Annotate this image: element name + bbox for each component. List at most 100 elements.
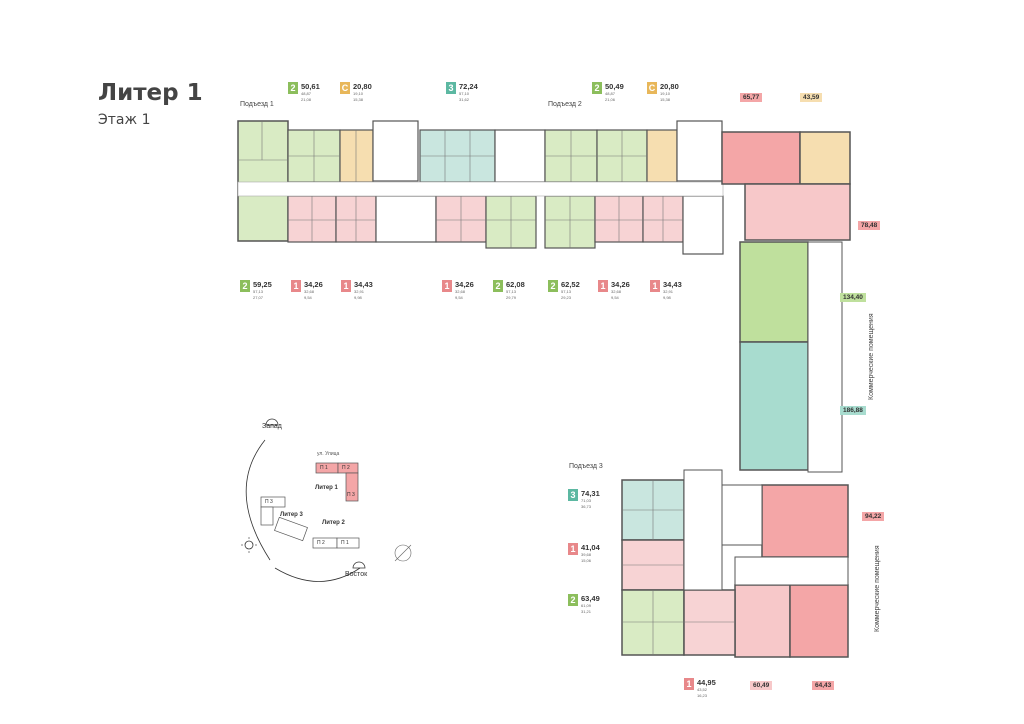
room-count-badge: 3 xyxy=(568,489,578,501)
total-area: 34,26 xyxy=(455,280,474,289)
room-count-badge: 1 xyxy=(291,280,301,292)
living-area: 32,68 xyxy=(611,289,622,294)
street-label: ул. Улица xyxy=(317,451,340,457)
living-area: 19,10 xyxy=(353,91,364,96)
total-area: 50,61 xyxy=(301,82,320,91)
entrance-marker: П 3 xyxy=(347,492,355,498)
total-area: 20,80 xyxy=(353,82,372,91)
living-area: 57,13 xyxy=(253,289,264,294)
room-area: 31,21 xyxy=(581,609,592,614)
living-area: 32,68 xyxy=(304,289,315,294)
room-count-badge: 1 xyxy=(568,543,578,555)
commercial-area-tag: 186,88 xyxy=(840,406,866,415)
sunrise-icon xyxy=(352,561,366,569)
room-area: 31,62 xyxy=(459,97,470,102)
room-count-badge: 1 xyxy=(598,280,608,292)
living-area: 57,13 xyxy=(561,289,572,294)
room-count-badge: 1 xyxy=(442,280,452,292)
room-area: 21,08 xyxy=(301,97,312,102)
total-area: 50,49 xyxy=(605,82,624,91)
total-area: 62,52 xyxy=(561,280,580,289)
room-count-badge: С xyxy=(340,82,350,94)
entrance-marker: П 1 xyxy=(341,540,349,546)
living-area: 32,91 xyxy=(354,289,365,294)
entrance-3-wing xyxy=(621,469,736,656)
room-count-badge: 1 xyxy=(650,280,660,292)
commercial-area-tag: 78,48 xyxy=(858,221,881,230)
commercial-area-tag: 94,22 xyxy=(862,512,885,521)
living-area: 32,68 xyxy=(455,289,466,294)
room-count-badge: 2 xyxy=(548,280,558,292)
commercial-area-tag: 43,59 xyxy=(800,93,823,102)
living-area: 48,87 xyxy=(605,91,616,96)
room-area: 29,79 xyxy=(506,295,517,300)
living-area: 39,68 xyxy=(581,552,592,557)
room-area: 36,73 xyxy=(581,504,592,509)
total-area: 34,43 xyxy=(354,280,373,289)
entrance-2-label: Подъезд 2 xyxy=(548,101,582,108)
commercial-area-tag: 60,49 xyxy=(750,681,773,690)
room-count-badge: 2 xyxy=(568,594,578,606)
total-area: 44,95 xyxy=(697,678,716,687)
room-area: 15,38 xyxy=(353,97,364,102)
liter-1-label: Литер 1 xyxy=(315,485,338,491)
room-area: 9,54 xyxy=(455,295,463,300)
total-area: 59,25 xyxy=(253,280,272,289)
commercial-area-tag: 64,43 xyxy=(812,681,835,690)
room-area: 21,06 xyxy=(605,97,616,102)
room-count-badge: С xyxy=(647,82,657,94)
room-count-badge: 2 xyxy=(493,280,503,292)
total-area: 34,26 xyxy=(304,280,323,289)
liter-3-label: Литер 3 xyxy=(280,512,303,518)
room-area: 15,38 xyxy=(660,97,671,102)
living-area: 43,52 xyxy=(697,687,708,692)
living-area: 48,87 xyxy=(301,91,312,96)
living-area: 71,03 xyxy=(581,498,592,503)
entrance-marker: П 2 xyxy=(342,465,350,471)
total-area: 34,43 xyxy=(663,280,682,289)
room-area: 16,23 xyxy=(697,693,708,698)
total-area: 74,31 xyxy=(581,489,600,498)
commercial-area-tag: 134,40 xyxy=(840,293,866,302)
living-area: 57,10 xyxy=(459,91,470,96)
room-area: 9,54 xyxy=(304,295,312,300)
east-label: Восток xyxy=(345,571,368,578)
total-area: 62,08 xyxy=(506,280,525,289)
commercial-block xyxy=(721,131,851,658)
total-area: 20,80 xyxy=(660,82,679,91)
total-area: 63,49 xyxy=(581,594,600,603)
room-area: 15,06 xyxy=(581,558,592,563)
living-area: 57,13 xyxy=(506,289,517,294)
sun-icon xyxy=(241,537,257,553)
total-area: 41,04 xyxy=(581,543,600,552)
liter-2-label: Литер 2 xyxy=(322,520,345,526)
compass-rose-icon xyxy=(394,544,412,562)
room-area: 9,98 xyxy=(663,295,671,300)
page-title: Литер 1 xyxy=(98,80,203,106)
room-count-badge: 3 xyxy=(446,82,456,94)
room-area: 9,98 xyxy=(354,295,362,300)
top-wing xyxy=(237,120,724,255)
living-area: 61,09 xyxy=(581,603,592,608)
total-area: 34,26 xyxy=(611,280,630,289)
room-area: 29,23 xyxy=(561,295,572,300)
total-area: 72,24 xyxy=(459,82,478,91)
